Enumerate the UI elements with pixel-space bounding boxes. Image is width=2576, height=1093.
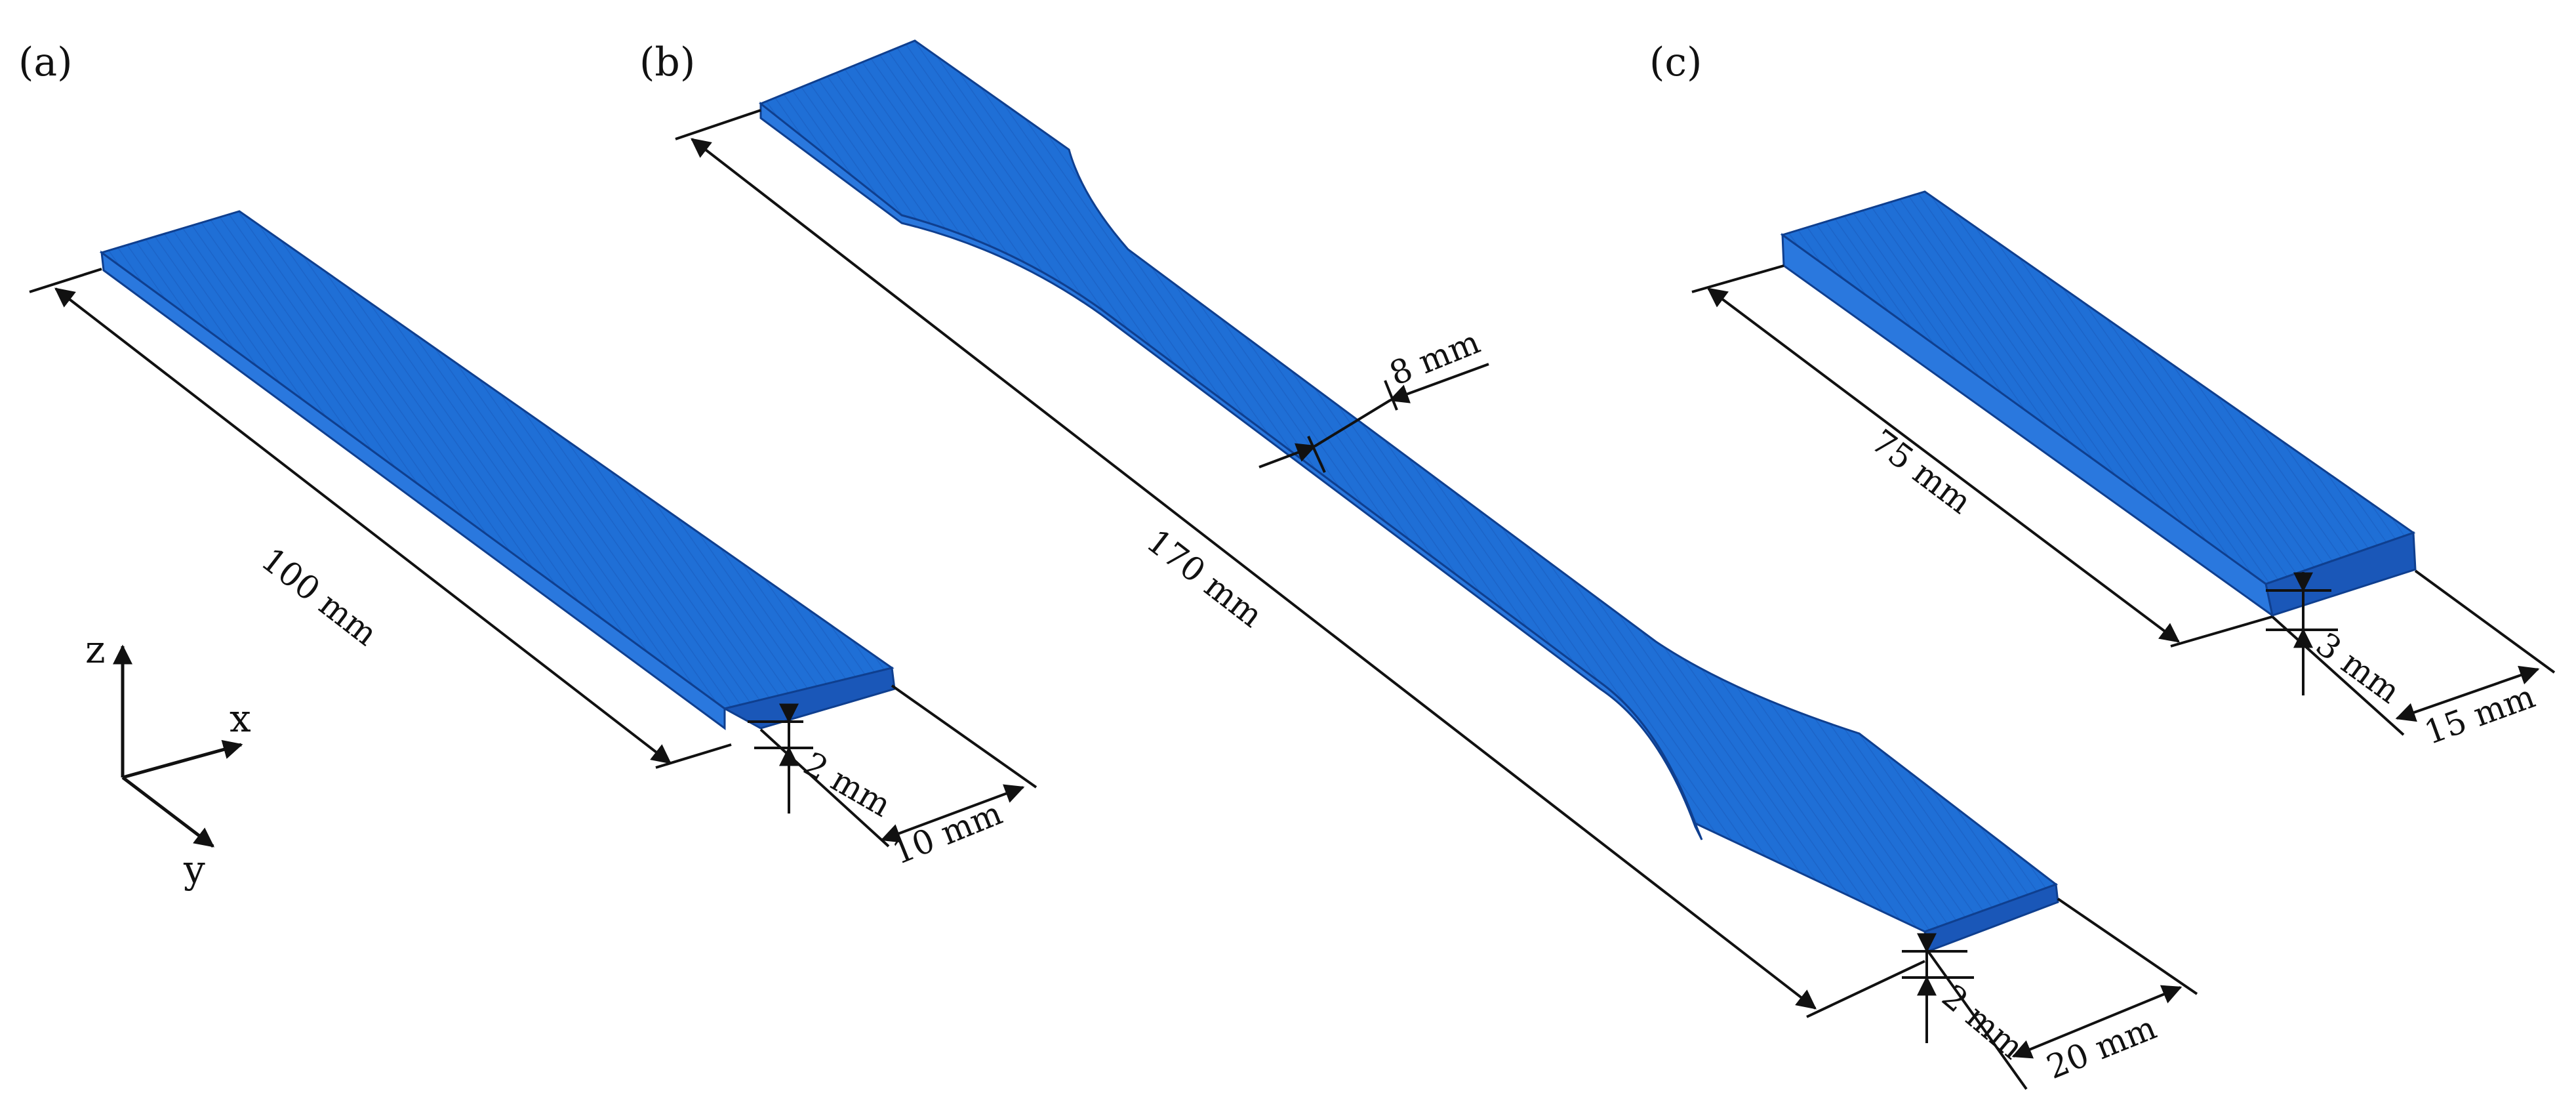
y-axis-label: y: [183, 847, 205, 892]
dimension-c-thickness-label: 3 mm: [2309, 625, 2407, 711]
coordinate-axes: z x y: [85, 627, 251, 892]
dimension-b-length: 170 mm: [675, 109, 1925, 1018]
dimension-b-thickness-label: 2 mm: [1935, 978, 2030, 1067]
y-axis: [121, 776, 214, 848]
specimen-a-top-face: [99, 210, 895, 710]
panel-a-label: (a): [18, 39, 73, 85]
specimen-c-top-face: [1780, 190, 2416, 585]
panel-b-label: (b): [639, 39, 695, 85]
dimension-b-thickness: 2 mm: [1902, 933, 2031, 1067]
panel-c: (c) 75 mm 3 mm: [1649, 39, 2556, 752]
specimen-a: [99, 210, 896, 730]
dimension-a-width-label: 10 mm: [887, 794, 1007, 872]
z-axis-label: z: [85, 627, 106, 672]
x-axis-label: x: [230, 696, 251, 741]
dimension-b-length-label: 170 mm: [1140, 522, 1270, 635]
x-axis: [122, 739, 243, 779]
panel-c-label: (c): [1649, 39, 1702, 85]
panel-b: (b) 170 mm 8 mm: [639, 39, 2198, 1090]
dimension-c-length-label: 75 mm: [1864, 422, 1979, 521]
dimension-a-thickness-label: 2 mm: [797, 745, 897, 824]
dimension-a-length-label: 100 mm: [254, 541, 385, 653]
specimen-b-top-face: [759, 39, 2059, 933]
specimen-c: [1780, 190, 2417, 618]
